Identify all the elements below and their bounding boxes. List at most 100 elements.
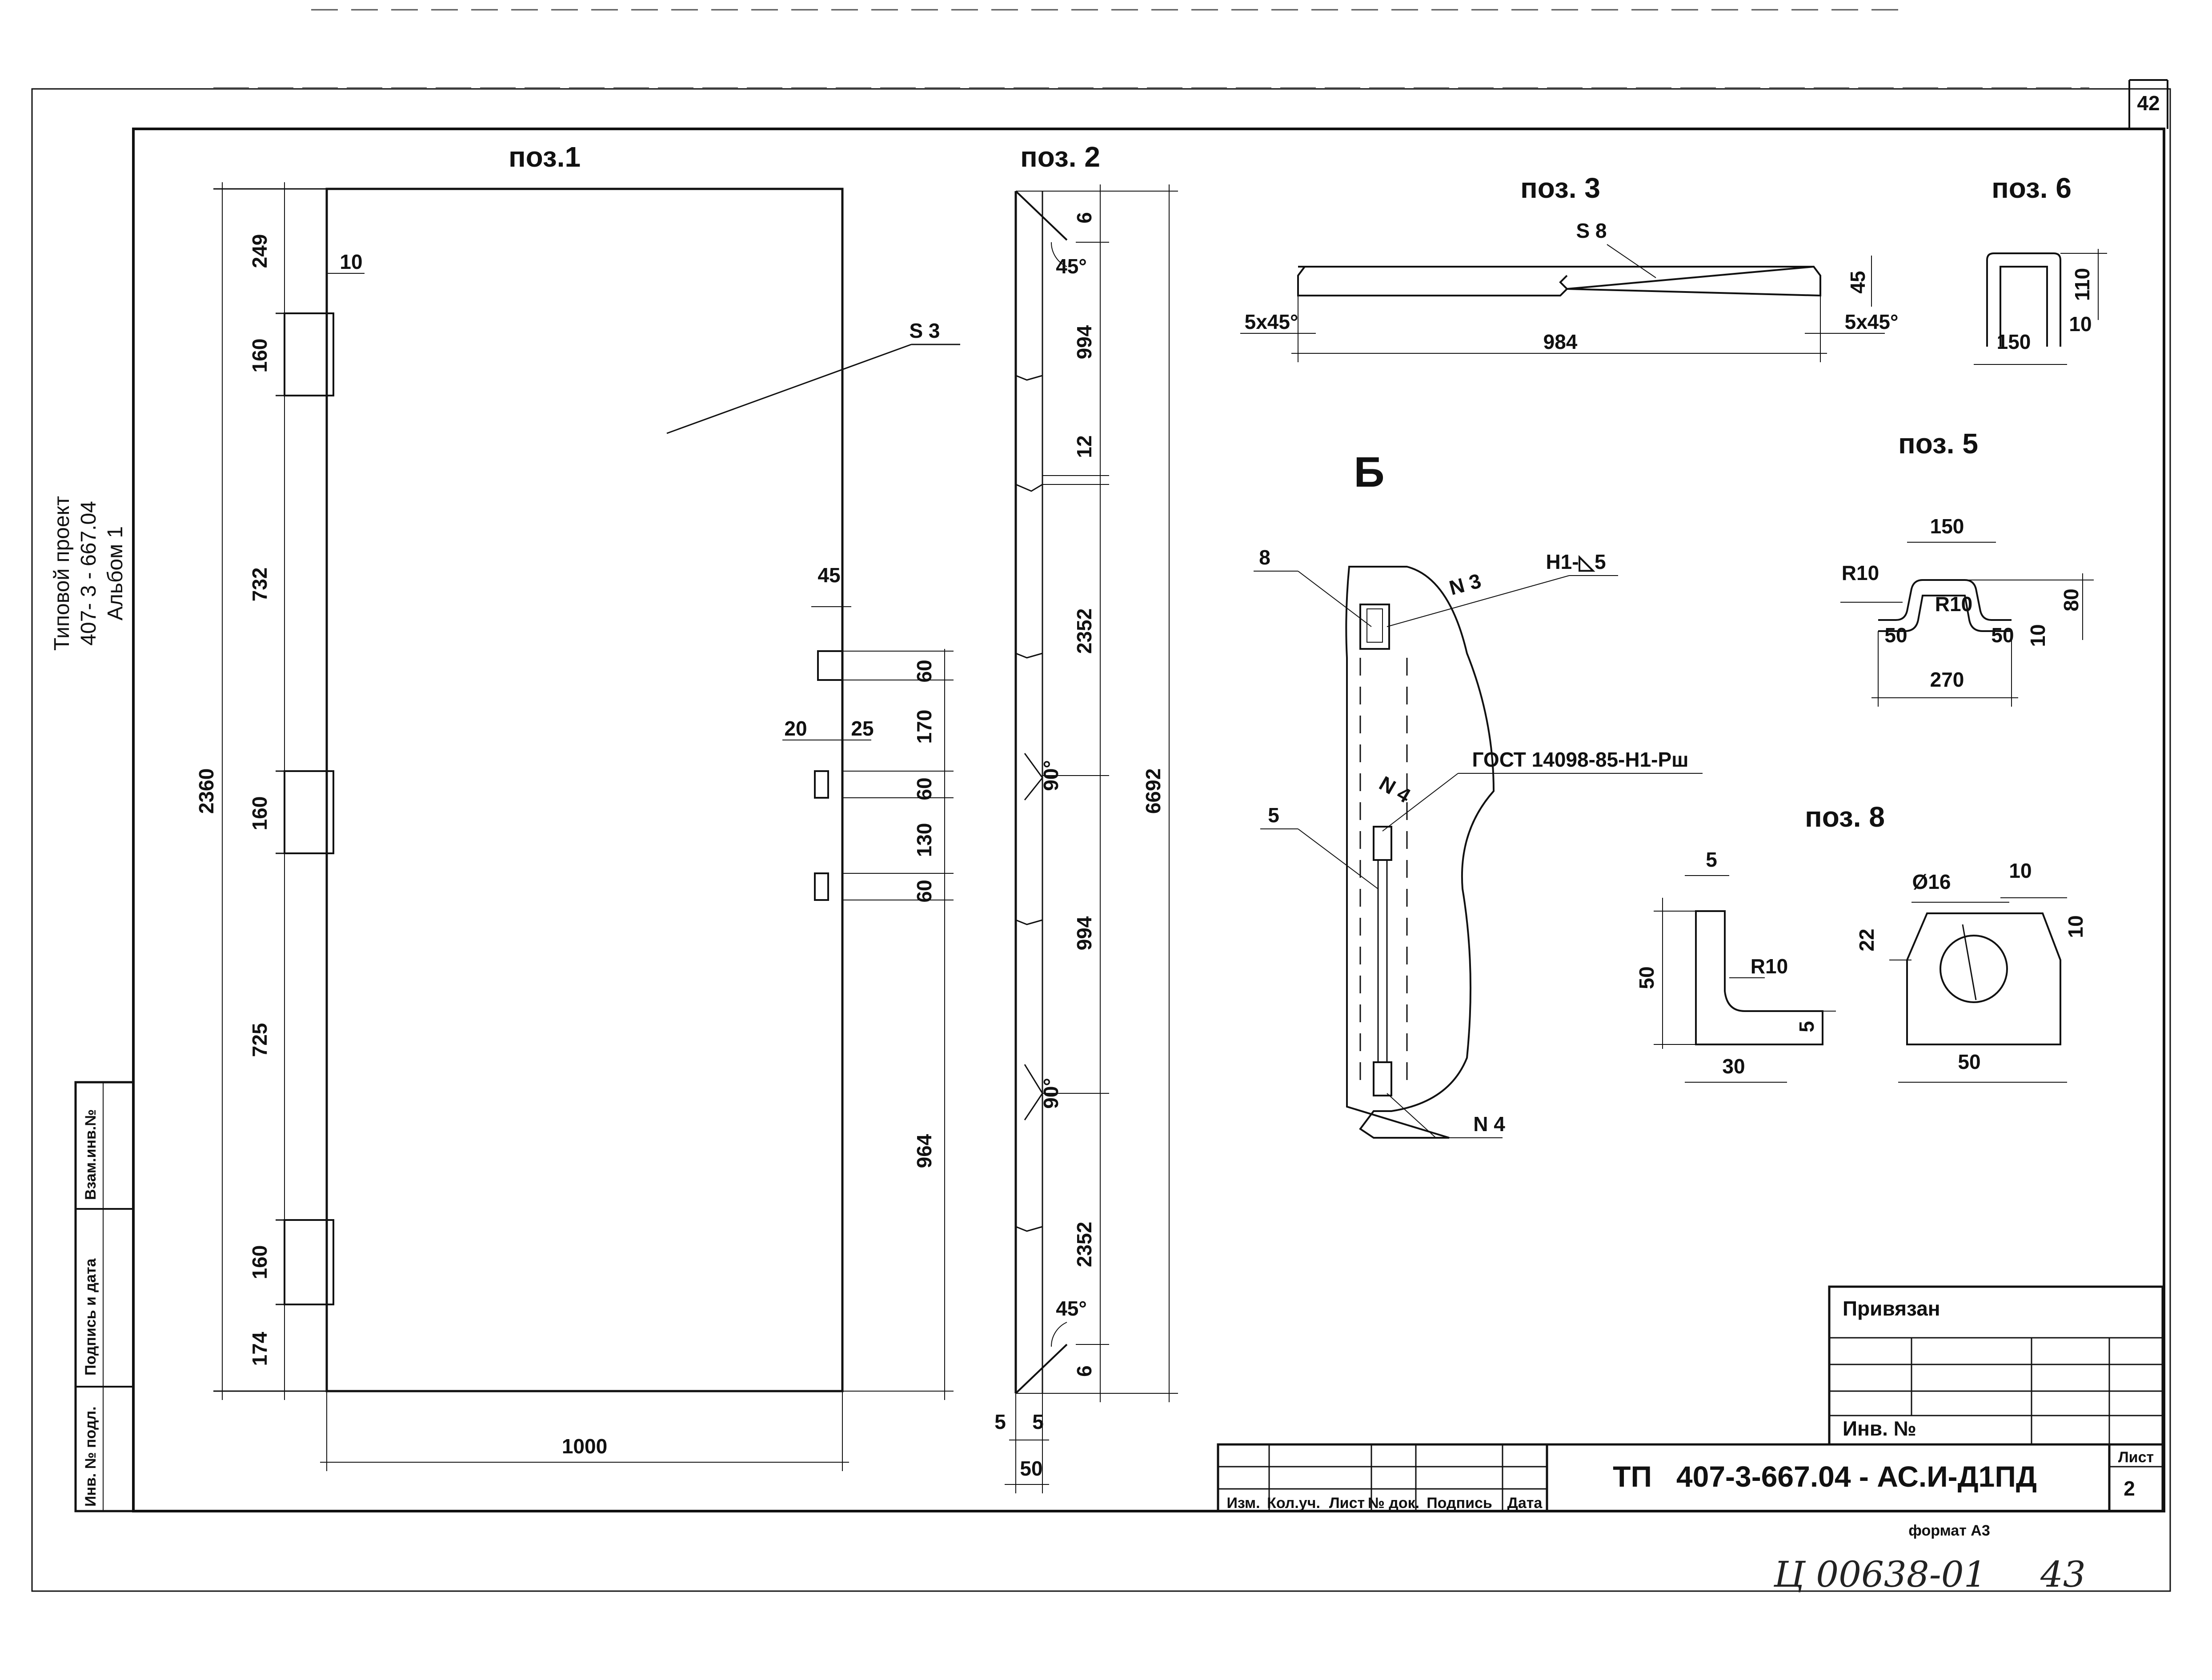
handwritten-archive-no: Ц 00638-01	[1773, 1554, 1987, 1595]
pos1-dim-725: 725	[248, 1023, 271, 1057]
pos2-dim-2352b: 2352	[1073, 1222, 1096, 1267]
pos5-drawing	[1840, 542, 2094, 707]
pos3-chamfer-left: 5x45°	[1245, 310, 1298, 333]
pos8-thickness: 5	[1706, 848, 1717, 871]
strip-label-inv: Инв. № подл.	[82, 1406, 99, 1507]
title-sheet-no: 2	[2124, 1477, 2135, 1500]
pos5-radius-left: R10	[1842, 561, 1879, 584]
title-code: ТП 407-3-667.04 - АС.И-Д1ПД	[1613, 1460, 2037, 1493]
pos2-title: поз. 2	[1020, 141, 1100, 173]
pos2-dim-6a: 6	[1073, 212, 1096, 224]
title-col-list: Лист	[1329, 1495, 1365, 1512]
pos2-bottom-5b: 5	[1032, 1410, 1044, 1433]
pos2-angle-45a: 45°	[1056, 255, 1087, 278]
pos1-dim-r60a: 60	[913, 660, 936, 682]
detail-b-node3: N 3	[1447, 569, 1484, 600]
pos5-leg-left: 50	[1884, 624, 1907, 647]
pos6-thickness: 10	[2069, 312, 2092, 336]
pos2-dim-6b: 6	[1073, 1365, 1096, 1377]
pos8-height: 50	[1635, 966, 1658, 989]
pos8-title: поз. 8	[1805, 801, 1885, 833]
detail-b-drawing	[1254, 566, 1703, 1139]
pos2-dim-994b: 994	[1073, 916, 1096, 950]
pos1-dim-160c: 160	[248, 1245, 271, 1280]
pos5-height: 80	[2060, 588, 2083, 611]
pos6-width: 150	[1997, 330, 2031, 353]
title-block	[1217, 1285, 2164, 1512]
pos2-overall: 6692	[1142, 768, 1165, 814]
pos8-drawing	[1654, 875, 2067, 1083]
pos1-dim-249: 249	[248, 234, 271, 268]
pos5-radius-right: R10	[1935, 592, 1972, 616]
title-inv: Инв. №	[1843, 1417, 1916, 1440]
pos5-leg-right: 50	[1991, 624, 2014, 647]
pos1-hinge-offset: 10	[340, 250, 362, 273]
pos6-drawing	[1974, 249, 2107, 365]
detail-b-standard: ГОСТ 14098-85-Н1-Рш	[1472, 748, 1688, 771]
pos1-title: поз.1	[509, 141, 581, 173]
title-col-izm: Изм.	[1226, 1495, 1260, 1512]
pos1-dim-r130: 130	[913, 823, 936, 857]
pos1-slot-gap-b: 25	[851, 717, 874, 740]
pos1-drawing	[213, 182, 960, 1471]
title-col-date: Дата	[1507, 1495, 1543, 1512]
pos1-dim-r60c: 60	[913, 880, 936, 902]
title-bound: Привязан	[1843, 1297, 1940, 1320]
pos6-title: поз. 6	[1992, 172, 2072, 204]
pos3-height: 45	[1846, 271, 1869, 293]
pos8-radius: R10	[1751, 955, 1788, 978]
detail-b-leader-8: 8	[1259, 546, 1270, 569]
pos2-dim-12: 12	[1073, 435, 1096, 458]
left-strip	[74, 1081, 135, 1512]
title-format: формат А3	[1908, 1522, 1990, 1539]
pos8-offset: 22	[1855, 928, 1878, 951]
detail-b-node4b: N 4	[1473, 1112, 1505, 1136]
pos1-overall-width: 1000	[562, 1435, 607, 1458]
strip-label-vzam: Взам.инв.№	[82, 1109, 99, 1200]
pos2-drawing	[1005, 184, 1178, 1493]
pos3-drawing	[1240, 244, 1885, 362]
pos8-width: 50	[1958, 1050, 1980, 1073]
pos8-chamfer-top: 10	[2009, 859, 2032, 882]
side-stamp-line3: Альбом 1	[104, 526, 127, 620]
pos1-slot-width: 45	[817, 564, 840, 587]
pos1-dim-174: 174	[248, 1332, 271, 1366]
side-stamp-line1: Типовой проект	[50, 496, 74, 651]
pos2-dim-2352a: 2352	[1073, 608, 1096, 654]
pos5-title: поз. 5	[1898, 428, 1978, 460]
title-col-sign: Подпись	[1427, 1495, 1492, 1512]
pos1-slot-gap-a: 20	[784, 717, 807, 740]
title-col-kolvo: Кол.уч.	[1267, 1495, 1320, 1512]
pos8-chamfer-side: 10	[2064, 915, 2087, 938]
page-number: 42	[2137, 92, 2160, 115]
outer-frame	[31, 88, 2171, 1592]
pos1-dim-r60b: 60	[913, 777, 936, 800]
detail-b-weld: Н1-◺5	[1546, 550, 1606, 573]
pos1-dim-732: 732	[248, 568, 271, 602]
side-stamp-line2: 407- 3 - 667.04	[77, 501, 100, 646]
title-sheet-label: Лист	[2118, 1449, 2154, 1466]
pos3-length: 984	[1543, 330, 1578, 353]
pos1-dim-r170: 170	[913, 710, 936, 744]
pos3-title: поз. 3	[1520, 172, 1600, 204]
pos1-dim-r964: 964	[913, 1134, 936, 1168]
detail-b-leader-5: 5	[1268, 804, 1279, 827]
pos5-top: 150	[1930, 515, 1964, 538]
pos6-height: 110	[2071, 268, 2094, 301]
pos3-material: S 8	[1576, 219, 1607, 242]
pos2-bottom-50: 50	[1020, 1457, 1042, 1480]
strip-label-sign: Подпись и дата	[82, 1258, 99, 1376]
pos8-flange: 5	[1795, 1021, 1818, 1032]
detail-b-node4: N 4	[1375, 772, 1415, 808]
pos1-material: S 3	[909, 319, 940, 342]
pos3-chamfer-right: 5x45°	[1845, 310, 1899, 333]
pos1-dim-160a: 160	[248, 339, 271, 373]
pos2-dim-994a: 994	[1073, 325, 1096, 359]
pos2-angle-45b: 45°	[1056, 1297, 1087, 1320]
pos1-overall-height: 2360	[195, 768, 218, 814]
pos5-overall: 270	[1930, 668, 1964, 691]
inner-frame	[132, 128, 2165, 1512]
handwritten-page: 43	[2040, 1554, 2086, 1595]
detail-b-title: Б	[1354, 448, 1385, 496]
